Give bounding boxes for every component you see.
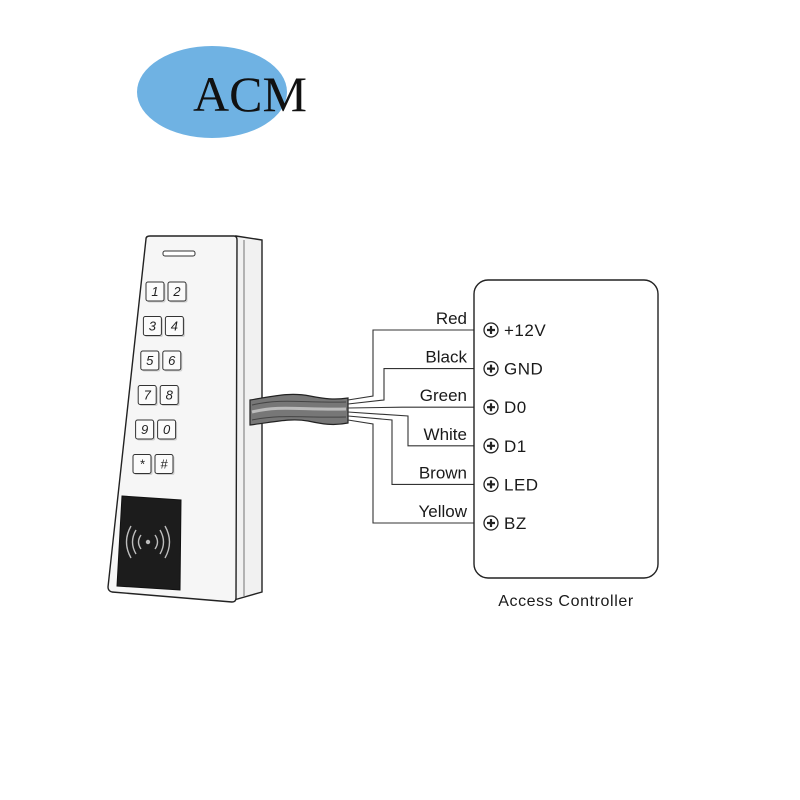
terminal-label: LED (504, 475, 539, 494)
keypad-key-label: 7 (144, 388, 152, 403)
wire-line (347, 368, 483, 405)
screw-terminal-icon (483, 360, 499, 377)
keypad-key: 6 (162, 350, 183, 372)
logo-text: ACM (193, 66, 307, 122)
controller-caption: Access Controller (498, 593, 634, 610)
terminal-label: BZ (504, 514, 527, 533)
keypad-key: 8 (159, 385, 180, 406)
screw-terminal-icon (483, 476, 499, 493)
keypad-key-label: 0 (163, 422, 171, 437)
keypad-key: 2 (167, 281, 188, 303)
keypad-key: # (154, 454, 175, 475)
acm-logo: ACM (137, 46, 307, 138)
keypad-key: 3 (142, 316, 163, 337)
logo-ellipse (137, 46, 287, 138)
wire-line (347, 329, 483, 401)
wire-color-label: Red (436, 309, 467, 328)
wire-line (347, 411, 483, 447)
screw-terminal-icon (483, 399, 499, 415)
keypad-key: 1 (145, 281, 166, 303)
keypad-key: * (132, 454, 153, 475)
wire-line (347, 419, 483, 524)
wire-color-label: Black (425, 348, 467, 367)
cable (249, 393, 349, 426)
controller-box (473, 279, 659, 579)
keypad-key-label: 3 (149, 319, 157, 334)
keypad-key-label: 8 (166, 388, 174, 403)
screw-terminal-icon (483, 438, 499, 454)
keypad-key: 4 (164, 316, 185, 337)
wire-line (347, 406, 483, 409)
terminal-label: GND (504, 360, 543, 379)
keypad-key: 9 (135, 419, 156, 441)
terminal-label: D1 (504, 437, 527, 456)
keypad-key-label: # (160, 457, 168, 472)
wire-color-label: Green (420, 386, 467, 405)
terminal-label: D0 (504, 398, 527, 417)
keypad-key-label: * (139, 457, 145, 472)
wire-color-label: Brown (419, 463, 467, 482)
keypad-key-label: 9 (141, 422, 148, 437)
keypad-key-label: 6 (168, 353, 176, 368)
reader-speaker-slot (162, 250, 196, 257)
keypad-key: 5 (140, 350, 161, 372)
keypad-key-label: 1 (151, 284, 158, 299)
keypad-key-label: 2 (172, 284, 181, 299)
wire-line (347, 415, 483, 485)
keypad-key: 7 (137, 385, 158, 406)
keypad-key-label: 4 (171, 319, 178, 334)
terminal-label: +12V (504, 321, 546, 340)
wire-color-label: Yellow (418, 502, 467, 521)
rfid-wave-icon (125, 525, 171, 559)
wire-color-label: White (424, 425, 467, 444)
screw-terminal-icon (483, 515, 499, 531)
keypad-key: 0 (157, 419, 178, 441)
keypad-key-label: 5 (146, 353, 154, 368)
screw-terminal-icon (483, 322, 499, 338)
